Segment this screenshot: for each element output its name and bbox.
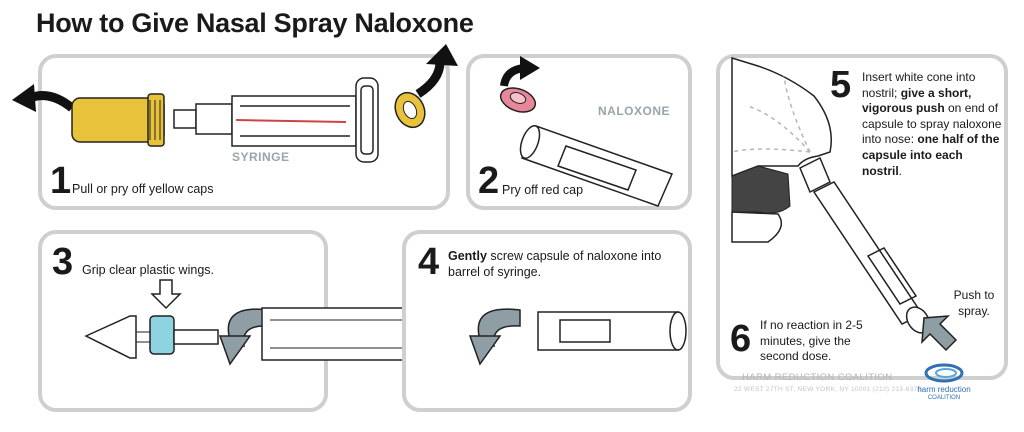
org-logo-line2: COALITION [927,395,961,401]
step-6-number: 6 [730,318,752,360]
step-2-text: Pry off red cap [502,183,584,197]
face-profile [731,56,832,178]
plastic-wings [149,315,175,355]
step-1-text: Pull or pry off yellow caps [72,182,214,196]
step-5-bold-2: one half of the capsule into each nostri… [862,132,1000,178]
step-3-number: 3 [52,241,74,283]
nasal-spray-device [799,156,931,334]
curved-arrow-icon [28,91,75,112]
step-1-number: 1 [50,160,72,202]
naloxone-capsule [537,311,687,351]
page-title: How to Give Nasal Spray Naloxone [36,8,474,38]
step-5-text-3: . [898,163,903,178]
naloxone-capsule [519,125,674,207]
step-5-number: 5 [830,64,852,106]
step-4-rest: screw capsule of naloxone into barrel of… [448,249,662,280]
org-address: 22 WEST 27TH ST, NEW YORK, NY 10001 (212… [734,386,922,393]
naloxone-label: NALOXONE [598,104,671,118]
step-4-text: Gently screw capsule of naloxone into ba… [448,248,678,281]
down-arrow-icon [150,279,182,310]
curved-arrow-icon [415,61,445,98]
syringe-label: SYRINGE [232,150,290,164]
org-logo-line1: harm reduction [917,385,971,394]
step-6-text: If no reaction in 2-5 minutes, give the … [760,318,863,364]
step-5-bold-1: give a short, vigorous push [862,85,972,116]
step-3-illustration [84,279,271,366]
step-4-illustration [468,308,687,366]
yellow-cap-right [394,91,426,129]
step-5-illustration [731,56,958,352]
step-2-illustration [499,56,674,207]
step-5-text-2: on end of capsule to spray naloxone into… [862,101,1002,147]
org-name: HARM REDUCTION COALITION [742,372,893,383]
step-2-number: 2 [478,160,500,202]
step-3-text: Grip clear plastic wings. [82,263,214,277]
push-to-spray-text: Push to spray. [953,288,995,318]
step-5-text-1: Insert white cone into nostril; [862,70,976,100]
red-cap [499,87,537,113]
nasal-cone [84,315,137,359]
org-logo-icon [924,363,964,383]
step-1-illustration [12,44,458,163]
step-4-number: 4 [418,241,440,283]
yellow-cap-left [71,93,165,147]
step-4-bold: Gently [448,249,487,263]
syringe [173,77,379,163]
step-5-text: Insert white cone into nostril; give a s… [862,70,1002,179]
push-arrow-icon [921,315,958,352]
